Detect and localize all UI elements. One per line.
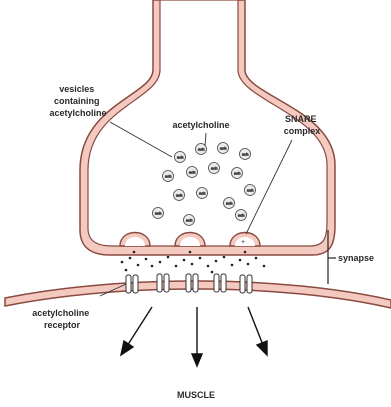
molecule: ach — [209, 163, 220, 174]
svg-text:ach: ach — [199, 191, 205, 196]
svg-text:ach: ach — [238, 213, 244, 218]
molecule: ach — [240, 149, 251, 160]
svg-text:ach: ach — [189, 170, 195, 175]
muscle-arrows — [121, 307, 267, 366]
arrow-center — [192, 307, 202, 366]
svg-text:ach: ach — [211, 166, 217, 171]
svg-text:ach: ach — [247, 188, 253, 193]
molecule: ach — [197, 188, 208, 199]
vesicles-label: vesicles containing acetylcholine — [49, 84, 106, 118]
molecule: ach — [174, 190, 185, 201]
arrow-left — [121, 307, 152, 355]
svg-text:ach: ach — [226, 201, 232, 206]
svg-text:+: + — [241, 239, 245, 246]
vesicles-label-line-3: acetylcholine — [49, 108, 106, 118]
svg-text:ach: ach — [242, 152, 248, 157]
receptor-label-line-2: receptor — [44, 320, 81, 330]
muscle-label: MUSCLE — [177, 390, 215, 400]
receptor-label-line-1: acetylcholine — [32, 308, 89, 318]
receptor-label: acetylcholine receptor — [32, 308, 92, 330]
snare-label-line-2: complex — [284, 126, 321, 136]
molecule: ach — [236, 210, 247, 221]
molecule: ach — [184, 215, 195, 226]
synapse-label: synapse — [338, 253, 374, 263]
molecule: ach — [218, 143, 229, 154]
svg-text:ach: ach — [176, 193, 182, 198]
svg-text:ach: ach — [234, 171, 240, 176]
molecule: ach — [163, 171, 174, 182]
molecule: ach — [245, 185, 256, 196]
vesicles-label-line-2: containing — [54, 96, 100, 106]
molecule: ach — [232, 168, 243, 179]
svg-text:ach: ach — [198, 147, 204, 152]
svg-text:ach: ach — [220, 146, 226, 151]
molecule: ach — [187, 167, 198, 178]
svg-text:ach: ach — [165, 174, 171, 179]
svg-text:ach: ach — [186, 218, 192, 223]
svg-text:ach: ach — [155, 211, 161, 216]
arrow-right — [248, 307, 267, 355]
snare-label-line-1: SNARE — [285, 114, 317, 124]
molecule: ach — [153, 208, 164, 219]
molecule: ach — [224, 198, 235, 209]
acetylcholine-label: acetylcholine — [172, 120, 229, 130]
vesicles-label-line-1: vesicles — [59, 84, 94, 94]
molecule: ach — [175, 152, 186, 163]
svg-text:ach: ach — [177, 155, 183, 160]
